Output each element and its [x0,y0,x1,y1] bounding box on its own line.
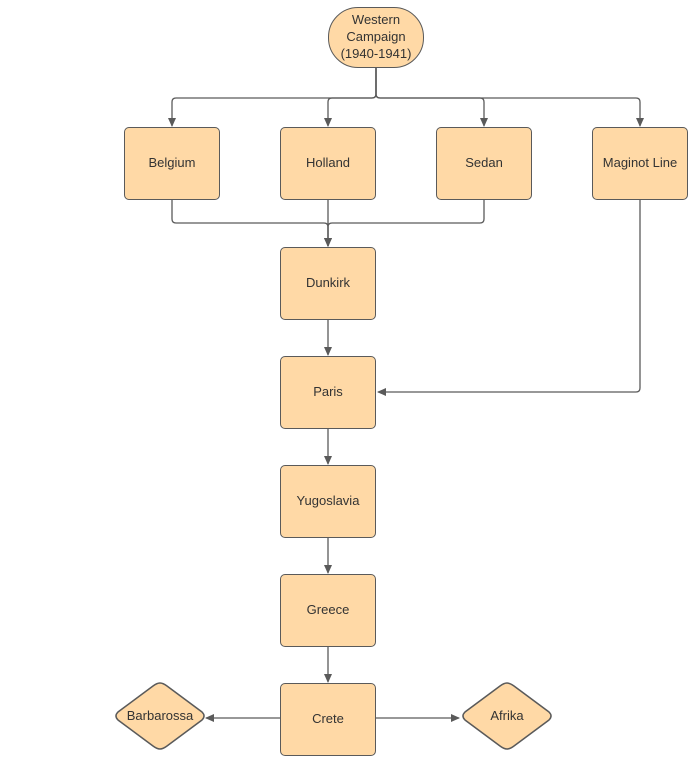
node-barbarossa-shape [115,682,205,750]
node-barbarossa-label: Barbarossa [126,707,194,723]
node-crete: Crete [280,683,376,756]
node-afrika-label: Afrika [490,707,524,723]
node-paris-label: Paris [313,384,343,400]
node-yugoslavia-label: Yugoslavia [296,493,360,509]
node-barbarossa: Barbarossa [112,681,208,751]
node-dunkirk-label: Dunkirk [305,275,351,291]
node-belgium-label: Belgium [148,155,196,171]
node-sedan: Sedan [436,127,532,200]
node-belgium: Belgium [124,127,220,200]
node-maginot-line-label: Maginot Line [602,155,678,171]
node-greece: Greece [280,574,376,647]
node-greece-label: Greece [306,602,350,618]
edge-western-campaign-to-sedan [375,68,488,127]
edge-maginot-line-to-paris [377,200,641,396]
edge-western-campaign-to-holland [324,68,377,127]
node-dunkirk: Dunkirk [280,247,376,320]
node-holland-label: Holland [305,155,351,171]
edge-belgium-to-dunkirk [171,200,332,247]
node-afrika: Afrika [459,681,555,751]
node-yugoslavia: Yugoslavia [280,465,376,538]
node-holland: Holland [280,127,376,200]
node-afrika-shape [462,682,552,750]
node-western-campaign: Western Campaign (1940-1941) [328,7,424,68]
node-western-campaign-label: Western Campaign (1940-1941) [340,12,412,61]
node-maginot-line: Maginot Line [592,127,688,200]
node-paris: Paris [280,356,376,429]
node-crete-label: Crete [312,711,344,727]
edge-sedan-to-dunkirk [324,200,485,247]
node-sedan-label: Sedan [465,155,503,171]
edge-western-campaign-to-maginot-line [375,68,644,127]
edge-western-campaign-to-belgium [168,68,377,127]
